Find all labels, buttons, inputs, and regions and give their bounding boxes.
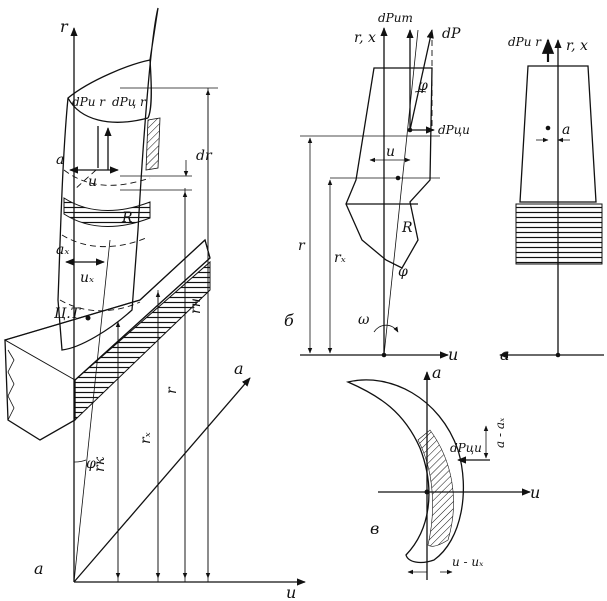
center-point-c bbox=[424, 489, 430, 495]
panel-a: r a u dPu r dPц r a u dr R aₓ uₓ Ц.Т φ r… bbox=[3, 7, 306, 601]
label-ux: uₓ bbox=[80, 270, 94, 286]
label-dPcu-c: dPцu bbox=[450, 441, 482, 455]
label-a-c: a bbox=[432, 363, 442, 382]
label-rx: rₓ bbox=[138, 432, 154, 444]
label-a-axis-side: a bbox=[500, 345, 510, 364]
label-a: a bbox=[56, 152, 64, 168]
panel-side: dPu r r, x a a bbox=[499, 35, 604, 364]
label-phi: φ bbox=[86, 456, 96, 472]
label-u-axis-b: u bbox=[448, 345, 458, 364]
panel-c: a u dPцu a - aₓ u - uₓ в bbox=[345, 363, 540, 580]
force-dP bbox=[409, 29, 434, 131]
axis-a-line bbox=[73, 377, 251, 583]
label-dPur: dPu r bbox=[72, 95, 106, 109]
angle-phi-arc bbox=[73, 459, 87, 463]
root-serration bbox=[7, 349, 15, 421]
center-of-gravity-point bbox=[85, 315, 91, 321]
omega-arc bbox=[373, 324, 399, 333]
label-phi2-b: φ bbox=[398, 264, 408, 280]
tilt-axis-b bbox=[383, 29, 419, 356]
root-side-view bbox=[515, 203, 603, 265]
blade-edge bbox=[147, 59, 152, 119]
label-u-b: u bbox=[386, 144, 395, 160]
element-point-side bbox=[545, 125, 551, 131]
root-top-face bbox=[3, 239, 211, 381]
label-dPcu: dPцu bbox=[438, 123, 470, 137]
label-rk: rк bbox=[92, 456, 108, 472]
label-phi-b: φ bbox=[418, 78, 428, 94]
origin-point-side bbox=[555, 352, 561, 358]
label-r-b: r bbox=[298, 238, 306, 254]
angle-phi-arc-b bbox=[414, 90, 427, 93]
label-R: R bbox=[121, 210, 133, 226]
airfoil-hatched-area bbox=[417, 429, 454, 547]
label-r: r bbox=[164, 386, 180, 394]
airfoil-section bbox=[345, 379, 464, 564]
label-ct: Ц.Т bbox=[54, 306, 82, 322]
label-rx-b: r, x bbox=[354, 30, 376, 46]
label-R-b: R bbox=[401, 220, 413, 236]
tilt-line bbox=[73, 239, 111, 583]
section-dashed-2 bbox=[61, 234, 147, 248]
label-a-ax: a - aₓ bbox=[493, 417, 507, 448]
label-axis-a: a bbox=[234, 359, 244, 378]
blade-airfoil bbox=[57, 7, 159, 351]
blade-root-block bbox=[4, 238, 211, 441]
blade-side-view bbox=[519, 65, 597, 203]
panel-b: r, x dPuт dP dPцu φ u R φ ω r rₓ u б bbox=[284, 11, 470, 364]
origin-point-b bbox=[381, 352, 387, 358]
label-axis-u: u bbox=[286, 583, 296, 601]
label-u: u bbox=[88, 174, 97, 190]
section-dashed-1 bbox=[63, 169, 151, 186]
label-axis-r: r bbox=[60, 17, 69, 36]
strip-side-hatch bbox=[145, 117, 161, 171]
label-dPu-top: dPuт bbox=[378, 11, 413, 25]
panel-letter-c: в bbox=[370, 519, 379, 538]
blade-element-strip bbox=[63, 197, 151, 227]
label-dPur-side: dPu r bbox=[508, 35, 542, 49]
panel-letter-b: б bbox=[284, 311, 294, 330]
label-dr: dr bbox=[196, 148, 213, 164]
blade-top-section bbox=[67, 97, 149, 123]
panel-letter-a: а bbox=[34, 559, 44, 578]
label-u-ux: u - uₓ bbox=[452, 555, 484, 569]
label-rx-side: r, x bbox=[566, 38, 588, 54]
label-u-c: u bbox=[530, 483, 540, 502]
label-dPcr: dPц r bbox=[112, 95, 147, 109]
vector-R-guide bbox=[73, 169, 97, 191]
root-fir-tree bbox=[74, 260, 211, 422]
blade-profile-b bbox=[345, 67, 433, 269]
label-dP: dP bbox=[442, 26, 461, 42]
element-point-b bbox=[407, 127, 413, 133]
label-rx-dim-b: rₓ bbox=[334, 250, 346, 266]
label-omega: ω bbox=[358, 312, 370, 328]
label-rn: rн bbox=[188, 298, 204, 314]
label-ax: aₓ bbox=[56, 242, 69, 258]
label-a-side: a bbox=[562, 122, 570, 138]
